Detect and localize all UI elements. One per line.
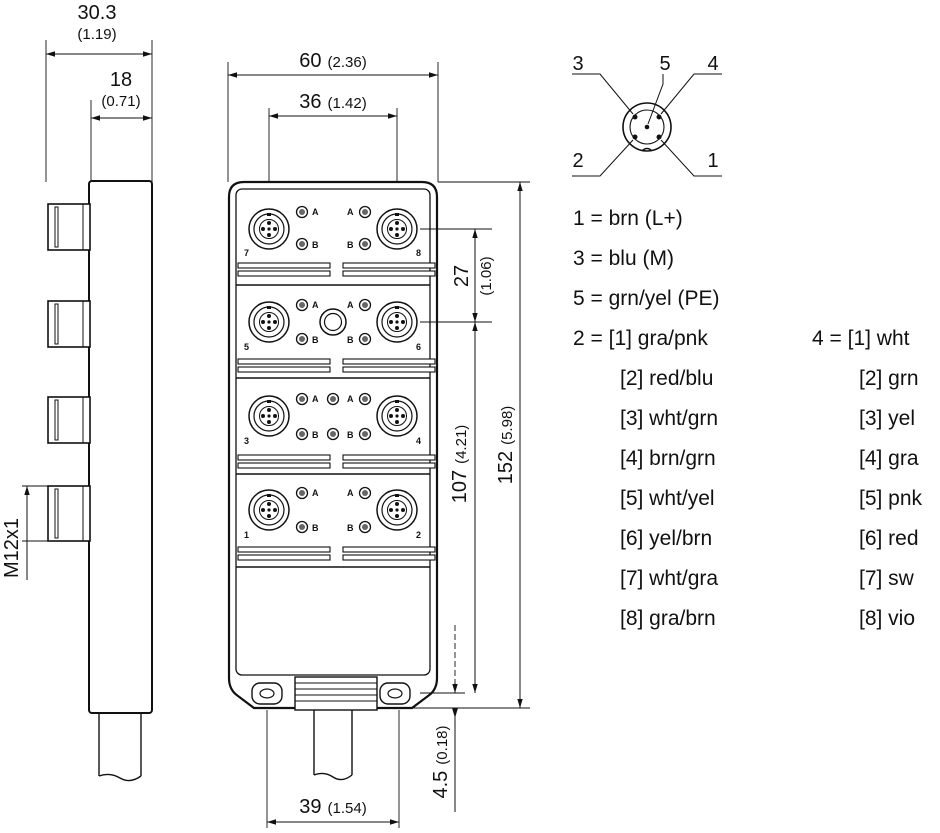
- port-connector: [376, 208, 418, 250]
- port-connector: [376, 395, 418, 437]
- dim-cable-spacing: 39(1.54): [299, 796, 366, 818]
- front-view: 60(2.36) 36(1.42): [227, 50, 530, 828]
- svg-text:3: 3: [244, 436, 249, 446]
- svg-text:5: 5: [244, 342, 249, 352]
- legend-line: [8] gra/brn: [620, 607, 716, 630]
- dim-height: 152(5.98): [495, 406, 517, 485]
- side-view: 30.3 (1.19) 18 (0.71): [1, 2, 153, 782]
- dim-width: 60(2.36): [299, 50, 366, 72]
- side-cable: [98, 713, 142, 782]
- dim-pitch-y-inch: (1.06): [478, 256, 495, 295]
- svg-text:B: B: [312, 430, 319, 440]
- dim-connector-thread: M12x1: [1, 518, 23, 578]
- svg-text:A: A: [312, 394, 319, 404]
- pin-label: 4: [707, 53, 718, 75]
- svg-text:A: A: [347, 488, 354, 498]
- svg-text:1: 1: [244, 530, 249, 540]
- legend-line: [3] wht/grn: [620, 407, 718, 430]
- svg-text:A: A: [312, 207, 319, 217]
- legend-line: 2 = [1] gra/pnk: [573, 327, 708, 350]
- svg-text:B: B: [347, 523, 354, 533]
- svg-text:7: 7: [244, 248, 249, 258]
- legend-line: [5] pnk: [859, 487, 923, 510]
- legend-line: [4] brn/grn: [620, 447, 716, 470]
- port-numbers: 7 8 5 6 3 4 1 2: [244, 248, 421, 540]
- svg-text:B: B: [312, 240, 319, 250]
- svg-text:4: 4: [416, 436, 421, 446]
- svg-text:2: 2: [416, 530, 421, 540]
- svg-text:A: A: [312, 300, 319, 310]
- legend-line: [2] red/blu: [620, 367, 713, 390]
- legend-line: 3 = blu (M): [573, 247, 674, 270]
- side-connector: [47, 300, 91, 348]
- pin-label: 3: [572, 53, 583, 75]
- svg-text:A: A: [347, 394, 354, 404]
- bottom-mount: [251, 676, 411, 711]
- svg-text:B: B: [347, 335, 354, 345]
- svg-text:B: B: [312, 523, 319, 533]
- legend-line: [8] vio: [859, 607, 915, 630]
- dim-pitch-y: 27: [451, 265, 473, 287]
- pinout-diagram: 3 5 4 2 1: [572, 53, 722, 177]
- side-connector: [47, 203, 91, 251]
- legend-line: 4 = [1] wht: [812, 327, 910, 350]
- front-cable: [313, 710, 353, 781]
- legend-line: 1 = brn (L+): [573, 207, 683, 230]
- dim-side-total: 30.3: [78, 2, 117, 24]
- port-connector: [248, 208, 290, 250]
- port-connector: [248, 301, 290, 343]
- legend-line: [3] yel: [859, 407, 915, 430]
- svg-text:A: A: [312, 488, 319, 498]
- svg-text:B: B: [347, 240, 354, 250]
- svg-text:B: B: [312, 335, 319, 345]
- legend-line: [5] wht/yel: [620, 487, 715, 510]
- legend-line: [7] sw: [859, 567, 915, 590]
- svg-text:A: A: [347, 207, 354, 217]
- svg-text:6: 6: [416, 342, 421, 352]
- pin-label: 1: [707, 150, 718, 172]
- pin-label: 5: [659, 53, 670, 75]
- dim-span: 107(4.21): [449, 425, 471, 504]
- center-screw: [319, 308, 347, 336]
- dim-hole: 4.5(0.18): [430, 725, 452, 798]
- port-connector: [376, 301, 418, 343]
- dim-pitch-x: 36(1.42): [299, 91, 366, 113]
- legend-line: [6] red: [859, 527, 919, 550]
- legend-line: [4] gra: [859, 447, 919, 470]
- port-connector: [376, 489, 418, 531]
- svg-text:A: A: [347, 300, 354, 310]
- svg-text:8: 8: [416, 248, 421, 258]
- wiring-legend: 1 = brn (L+) 3 = blu (M) 5 = grn/yel (PE…: [573, 207, 923, 630]
- pin-label: 2: [572, 150, 583, 172]
- side-connector: [47, 485, 91, 542]
- legend-line: [2] grn: [859, 367, 919, 390]
- legend-line: 5 = grn/yel (PE): [573, 287, 719, 310]
- port-connector: [248, 489, 290, 531]
- legend-line: [7] wht/gra: [620, 567, 718, 590]
- led-labels: A A B B A A B B A A B B A A B B: [312, 207, 354, 533]
- dim-side-body: 18: [110, 69, 132, 91]
- port-connector: [248, 395, 290, 437]
- side-connector: [47, 396, 91, 444]
- dim-side-body-inch: (0.71): [101, 93, 140, 110]
- svg-text:B: B: [347, 430, 354, 440]
- dim-side-total-inch: (1.19): [77, 26, 116, 43]
- legend-line: [6] yel/brn: [620, 527, 712, 550]
